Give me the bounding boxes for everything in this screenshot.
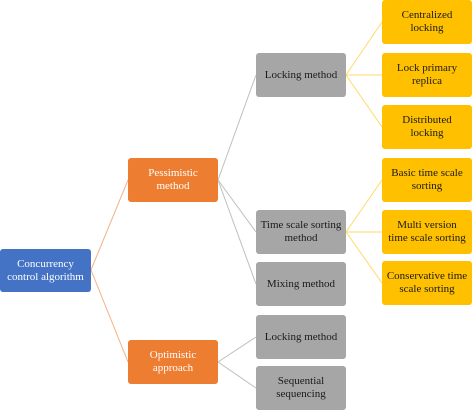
node-mixing-method: Mixing method [256, 262, 346, 306]
node-sequential-sequencing: Sequential sequencing [256, 366, 346, 410]
node-distributed-locking: Distributed locking [382, 105, 472, 149]
node-optimistic-approach: Optimistic approach [128, 340, 218, 384]
connector-pessimistic-to-locking [217, 74, 257, 181]
node-centralized-locking: Centralized locking [382, 0, 472, 44]
connector-root-to-optimistic [90, 269, 129, 363]
connector-time-scale-to-conservative [345, 231, 383, 284]
connector-locking-to-distributed [345, 74, 383, 128]
connector-optimistic-to-sequential [217, 361, 257, 389]
connector-pessimistic-to-time-scale [217, 179, 257, 233]
connector-root-to-pessimistic [90, 179, 129, 271]
connector-pessimistic-to-mixing [217, 179, 257, 285]
node-basic-time-scale-sorting: Basic time scale sorting [382, 158, 472, 202]
node-lock-primary-replica: Lock primary replica [382, 53, 472, 97]
connector-optimistic-to-locking [217, 336, 257, 363]
connector-time-scale-to-basic [345, 179, 383, 233]
connector-locking-to-centralized [345, 21, 383, 76]
node-locking-method: Locking method [256, 53, 346, 97]
node-concurrency-control-algorithm: Concurrency control algorithm [0, 249, 91, 292]
node-optimistic-locking-method: Locking method [256, 315, 346, 359]
node-conservative-time-scale-sorting: Conservative time scale sorting [382, 261, 472, 305]
node-pessimistic-method: Pessimistic method [128, 158, 218, 202]
node-time-scale-sorting-method: Time scale sorting method [256, 210, 346, 254]
node-multi-version-time-scale-sorting: Multi version time scale sorting [382, 210, 472, 254]
